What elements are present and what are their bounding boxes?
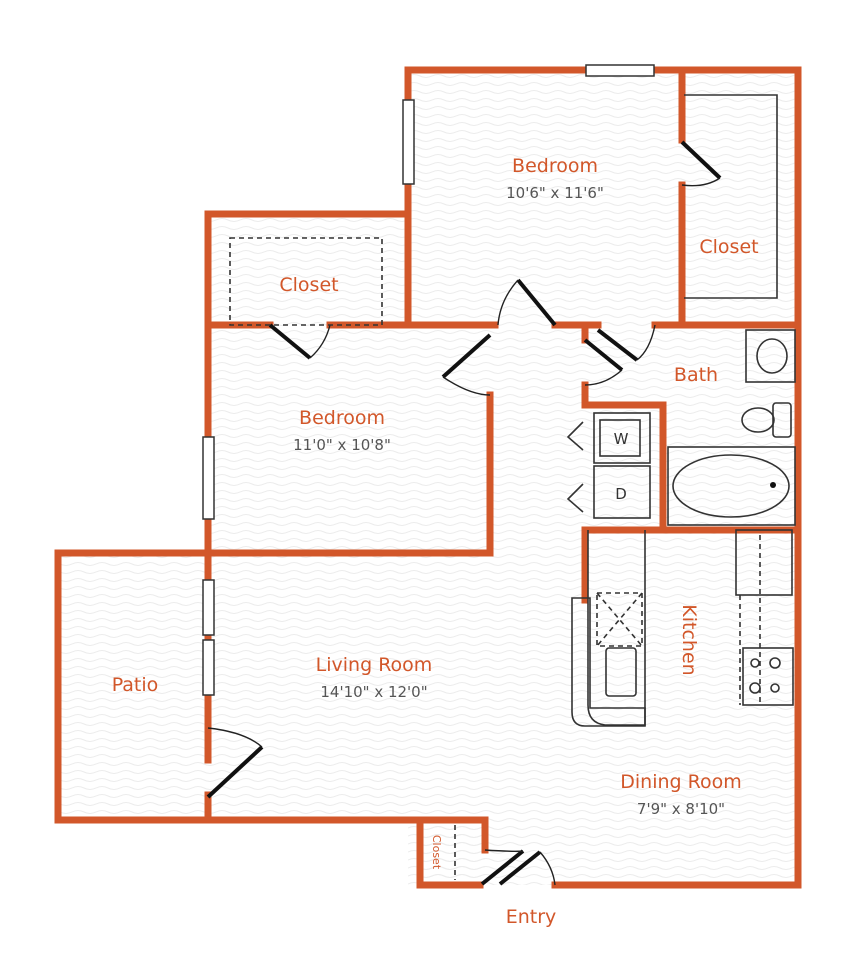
- toilet-bowl: [741, 407, 775, 433]
- living-room-size: 14'10" x 12'0": [320, 683, 427, 701]
- kitchen-sink: [605, 647, 637, 697]
- washer-label: W: [614, 430, 629, 448]
- entry-closet-label: Closet: [430, 835, 443, 870]
- living-room-label: Living Room: [316, 654, 433, 676]
- dishwasher: [596, 592, 643, 647]
- closet-shelf: [229, 237, 383, 326]
- patio-label: Patio: [112, 674, 159, 696]
- dryer: [593, 465, 651, 519]
- floor-fill: [58, 70, 798, 885]
- fixtures: [229, 94, 796, 880]
- bathtub: [667, 446, 796, 526]
- closet-label: Closet: [279, 274, 338, 296]
- window: [202, 579, 215, 636]
- sink: [745, 329, 796, 383]
- bedroom2-size: 11'0" x 10'8": [293, 436, 391, 454]
- closet-shelf: [684, 94, 778, 299]
- doors: [206, 140, 722, 886]
- closet-label: Closet: [699, 236, 758, 258]
- kitchen-label: Kitchen: [678, 604, 700, 675]
- tub-basin: [672, 454, 790, 518]
- window: [202, 639, 215, 696]
- laundry-doors: [566, 421, 584, 513]
- room-labels: Bedroom 10'6" x 11'6" Closet Closet Bedr…: [112, 155, 759, 928]
- stove: [742, 647, 794, 706]
- window: [585, 64, 655, 77]
- bedroom1-label: Bedroom: [512, 155, 598, 177]
- dining-room-label: Dining Room: [620, 771, 741, 793]
- kitchen-counter: [587, 530, 646, 726]
- fridge: [735, 529, 793, 596]
- windows: [202, 64, 655, 696]
- dining-room-size: 7'9" x 8'10": [637, 800, 725, 818]
- bedroom1-size: 10'6" x 11'6": [506, 184, 604, 202]
- washer: [593, 412, 651, 464]
- entry-label: Entry: [506, 906, 557, 928]
- bedroom2-label: Bedroom: [299, 407, 385, 429]
- window: [202, 436, 215, 520]
- window: [402, 99, 415, 185]
- sink-basin: [756, 338, 788, 374]
- dryer-label: D: [615, 485, 627, 503]
- toilet-tank: [772, 402, 792, 438]
- bath-label: Bath: [674, 364, 718, 386]
